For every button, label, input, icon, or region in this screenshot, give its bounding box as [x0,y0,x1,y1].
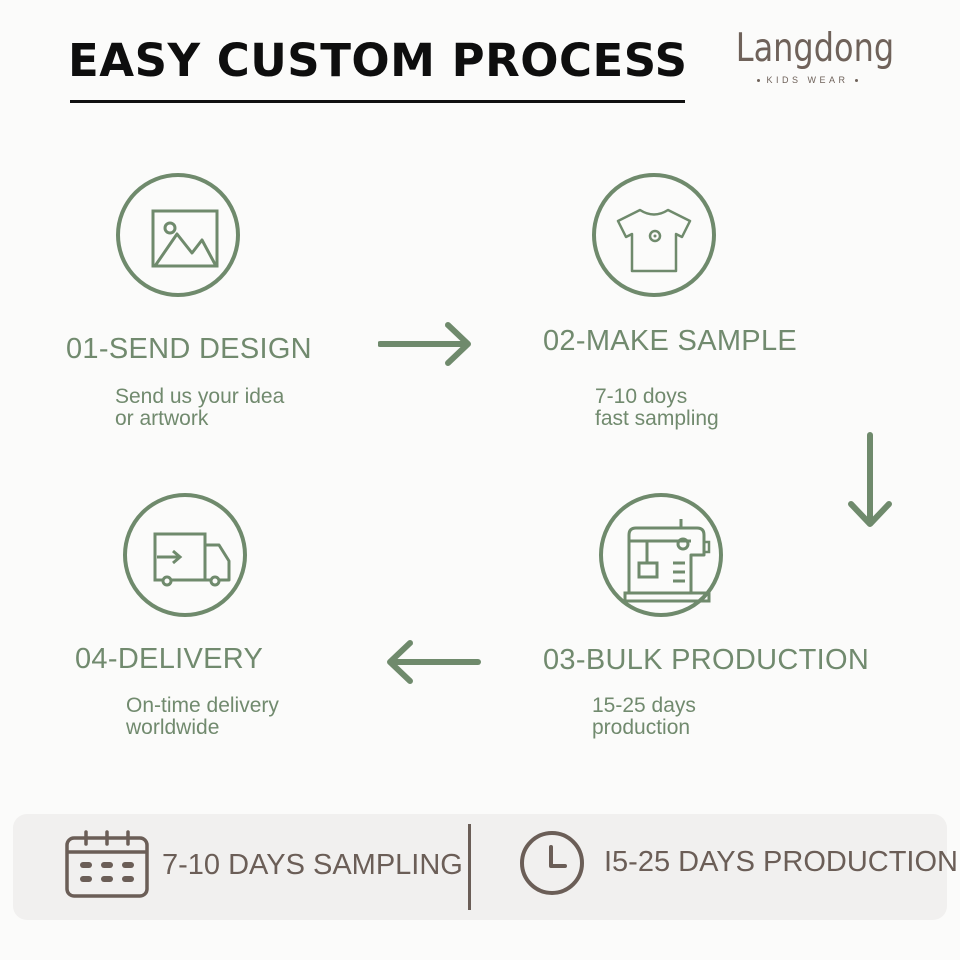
step-1-title: 01-SEND DESIGN [66,333,312,365]
sampling-time-label: 7-10 DAYS SAMPLING [162,849,463,881]
step-1-desc-line1: Send us your idea [115,385,285,408]
image-icon [151,209,219,268]
step-2-icon-circle [592,173,716,297]
arrow-right-icon [378,322,471,366]
delivery-truck-icon [153,532,231,587]
arrow-down-icon [848,432,892,527]
summary-divider [468,824,471,910]
calendar-icon [65,830,149,898]
brand-logo: Langdong KIDS WEAR [720,26,895,85]
step-2-desc-line1: 7-10 doys [595,385,688,408]
step-4-icon-circle [123,493,247,617]
step-2-desc-line2: fast sampling [595,407,719,430]
step-2-title: 02-MAKE SAMPLE [543,325,798,357]
step-4-desc-line1: On-time delivery [126,694,279,717]
arrow-left-icon [387,640,481,684]
clock-icon [520,831,584,895]
step-3-title: 03-BULK PRODUCTION [543,644,870,676]
summary-bar [13,814,947,920]
step-1-icon-circle [116,173,240,297]
brand-name: Langdong [735,26,895,71]
step-4-title: 04-DELIVERY [75,643,264,675]
tshirt-icon [616,208,692,273]
title-underline [70,100,685,103]
step-1-desc-line2: or artwork [115,407,209,430]
brand-tagline: KIDS WEAR [720,75,895,85]
page-title: EASY CUSTOM PROCESS [68,34,688,87]
step-3-desc-line1: 15-25 days [592,694,696,717]
step-4-desc-line2: worldwide [126,716,220,739]
production-time-label: I5-25 DAYS PRODUCTION [604,846,958,878]
step-3-desc-line2: production [592,716,691,739]
step-3-icon-circle [599,493,723,617]
sewing-machine-icon [623,519,711,603]
